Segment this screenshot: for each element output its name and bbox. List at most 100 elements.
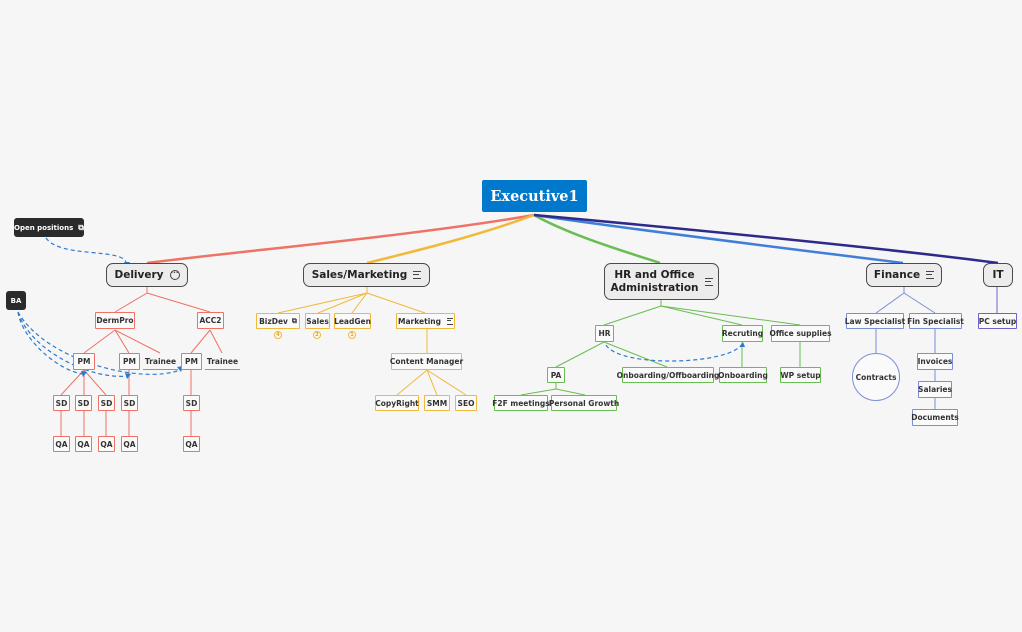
sales-item-label: Sales	[306, 316, 329, 326]
qa-label: QA	[123, 439, 136, 449]
notes-icon	[446, 317, 453, 325]
f2f-meetings-node[interactable]: F2F meetings	[492, 395, 550, 411]
pm-node[interactable]: PM	[181, 353, 202, 370]
count-badge: 2	[313, 331, 321, 339]
salaries-label: Salaries	[918, 385, 952, 394]
law-specialist-node[interactable]: Law Specialist	[845, 313, 905, 329]
leadgen-node[interactable]: LeadGen	[334, 313, 371, 329]
finance-label: Finance	[873, 269, 921, 281]
pa-label: PA	[550, 370, 562, 380]
hr-label-line2: Administration	[610, 281, 699, 294]
wp-setup-label: WP setup	[780, 370, 821, 380]
seo-node[interactable]: SEO	[455, 395, 477, 411]
it-label: IT	[992, 269, 1004, 281]
connector-finance	[533, 213, 904, 265]
sales-node[interactable]: Sales	[305, 313, 330, 329]
count-badge: 1	[348, 331, 356, 339]
content-manager-node[interactable]: Content Manager	[389, 353, 464, 370]
sd-label: SD	[123, 398, 136, 408]
personal-growth-node[interactable]: Personal Growth	[548, 395, 620, 411]
root-label: Executive1	[490, 187, 579, 205]
contracts-label: Contracts	[855, 372, 897, 382]
fin-specialist-label: Fin Specialist	[907, 316, 964, 326]
project-dermpro[interactable]: DermPro	[95, 312, 135, 329]
pm-label: PM	[123, 357, 136, 366]
sd-node[interactable]: SD	[121, 395, 138, 411]
smm-label: SMM	[426, 398, 448, 408]
bizdev-label: BizDev	[259, 316, 288, 326]
sd-node[interactable]: SD	[53, 395, 70, 411]
personal-growth-label: Personal Growth	[548, 398, 620, 408]
salaries-node[interactable]: Salaries	[918, 381, 952, 398]
documents-node[interactable]: Documents	[911, 409, 959, 426]
pc-setup-label: PC setup	[978, 316, 1017, 326]
f2f-meetings-label: F2F meetings	[492, 398, 550, 408]
branch-hr-admin[interactable]: HR and Office Administration	[604, 263, 719, 300]
branch-finance[interactable]: Finance	[866, 263, 942, 287]
sd-label: SD	[55, 398, 68, 408]
content-manager-label: Content Manager	[389, 357, 464, 366]
qa-node[interactable]: QA	[183, 436, 200, 452]
qa-node[interactable]: QA	[53, 436, 70, 452]
project-acc2[interactable]: ACC2	[197, 312, 224, 329]
hr-node[interactable]: HR	[595, 325, 614, 342]
sd-node[interactable]: SD	[75, 395, 92, 411]
recruting-node[interactable]: Recruting	[722, 325, 763, 342]
qa-node[interactable]: QA	[121, 436, 138, 452]
onboarding-offboarding-label: Onboarding/Offboarding	[616, 370, 720, 380]
project-dermpro-label: DermPro	[96, 316, 134, 325]
trainee-node[interactable]: Trainee	[205, 353, 240, 370]
branch-sales-marketing[interactable]: Sales/Marketing	[303, 263, 430, 287]
office-supplies-node[interactable]: Office supplies	[769, 325, 832, 342]
pc-setup-node[interactable]: PC setup	[978, 313, 1017, 329]
connector-hr	[533, 213, 661, 265]
onboarding-node[interactable]: Onboarding	[718, 367, 768, 383]
open-positions-note[interactable]: Open positions ⧉	[14, 218, 84, 237]
contracts-node[interactable]: Contracts	[852, 353, 900, 401]
smm-node[interactable]: SMM	[424, 395, 450, 411]
recruting-label: Recruting	[721, 329, 764, 338]
trainee-node[interactable]: Trainee	[143, 353, 178, 370]
sd-node[interactable]: SD	[183, 395, 200, 411]
wp-setup-node[interactable]: WP setup	[780, 367, 821, 383]
notes-icon	[926, 271, 935, 279]
trainee-label: Trainee	[206, 356, 239, 366]
onboarding-offboarding-node[interactable]: Onboarding/Offboarding	[617, 367, 719, 383]
relation-hr-recruting	[605, 343, 743, 362]
notes-icon	[704, 277, 713, 286]
connector-delivery	[146, 213, 535, 265]
qa-node[interactable]: QA	[98, 436, 115, 452]
pm-node[interactable]: PM	[119, 353, 140, 370]
open-positions-label: Open positions	[14, 223, 74, 232]
fin-specialist-node[interactable]: Fin Specialist	[907, 313, 964, 329]
branch-delivery[interactable]: Delivery ···	[106, 263, 188, 287]
branch-it[interactable]: IT	[983, 263, 1013, 287]
seo-label: SEO	[457, 398, 475, 408]
pm-node[interactable]: PM	[73, 353, 95, 370]
connector-sales	[366, 213, 535, 265]
collapse-dots-icon[interactable]: ···	[169, 270, 180, 280]
ba-label: BA	[10, 296, 22, 305]
copyright-node[interactable]: CopyRight	[375, 395, 419, 411]
ba-note[interactable]: BA	[6, 291, 26, 310]
qa-node[interactable]: QA	[75, 436, 92, 452]
bizdev-node[interactable]: BizDev ⧉	[256, 313, 300, 329]
root-node[interactable]: Executive1	[482, 180, 587, 212]
sd-label: SD	[185, 398, 198, 408]
hr-label: HR and Office Administration	[610, 269, 698, 295]
sd-node[interactable]: SD	[98, 395, 115, 411]
marketing-label: Marketing	[398, 316, 441, 326]
qa-label: QA	[77, 439, 90, 449]
link-icon: ⧉	[78, 222, 84, 232]
marketing-node[interactable]: Marketing	[396, 313, 455, 329]
relation-open-positions	[45, 237, 127, 263]
connector-it	[533, 213, 999, 265]
invoices-node[interactable]: Invoices	[917, 353, 953, 370]
pm-label: PM	[185, 357, 198, 366]
qa-label: QA	[100, 439, 113, 449]
pa-node[interactable]: PA	[547, 367, 565, 383]
qa-label: QA	[55, 439, 68, 449]
sales-label: Sales/Marketing	[311, 269, 408, 281]
delivery-label: Delivery	[114, 269, 164, 281]
